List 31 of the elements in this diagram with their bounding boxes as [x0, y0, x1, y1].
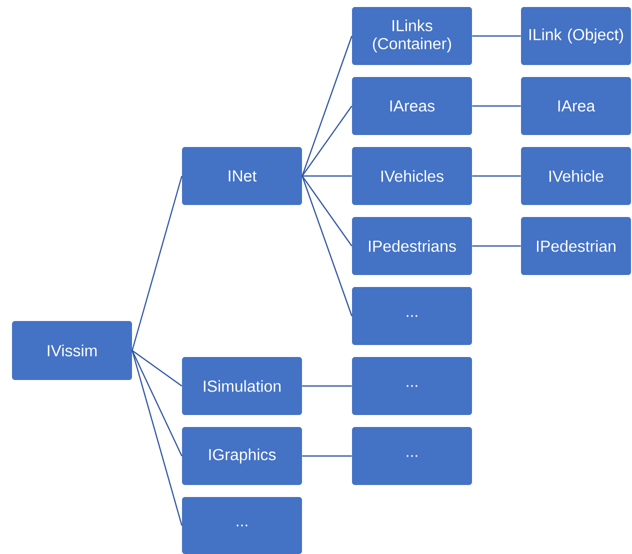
connector-line — [132, 176, 182, 351]
object-box: IPedestrians — [352, 217, 472, 275]
connector-line — [132, 350, 182, 386]
object-box: ... — [352, 357, 472, 415]
object-box: ISimulation — [182, 357, 302, 415]
connector-line — [302, 455, 352, 457]
object-box: IPedestrian — [521, 217, 631, 275]
connector-line — [132, 350, 182, 526]
object-box: IVehicles — [352, 147, 472, 205]
object-box: IArea — [521, 77, 631, 135]
connector-line — [132, 350, 182, 456]
connector-line — [472, 245, 521, 247]
connector-line — [302, 36, 352, 176]
object-box: ILinks (Container) — [352, 7, 472, 65]
connector-line — [302, 175, 352, 177]
connector-line — [472, 105, 521, 107]
object-box: INet — [182, 147, 302, 205]
object-box: IGraphics — [182, 426, 302, 485]
connector-line — [472, 35, 521, 37]
object-box: ... — [352, 426, 472, 485]
object-box: IVissim — [12, 320, 132, 380]
object-box: ... — [352, 287, 472, 345]
connector-line — [302, 106, 352, 176]
object-box: IVehicle — [521, 147, 631, 205]
connector-line — [302, 176, 352, 316]
connector-line — [472, 175, 521, 177]
connector-line — [302, 176, 352, 246]
object-box: ... — [182, 496, 302, 554]
object-box: IAreas — [352, 77, 472, 135]
object-box: ILink (Object) — [521, 7, 631, 65]
connector-line — [302, 385, 352, 387]
